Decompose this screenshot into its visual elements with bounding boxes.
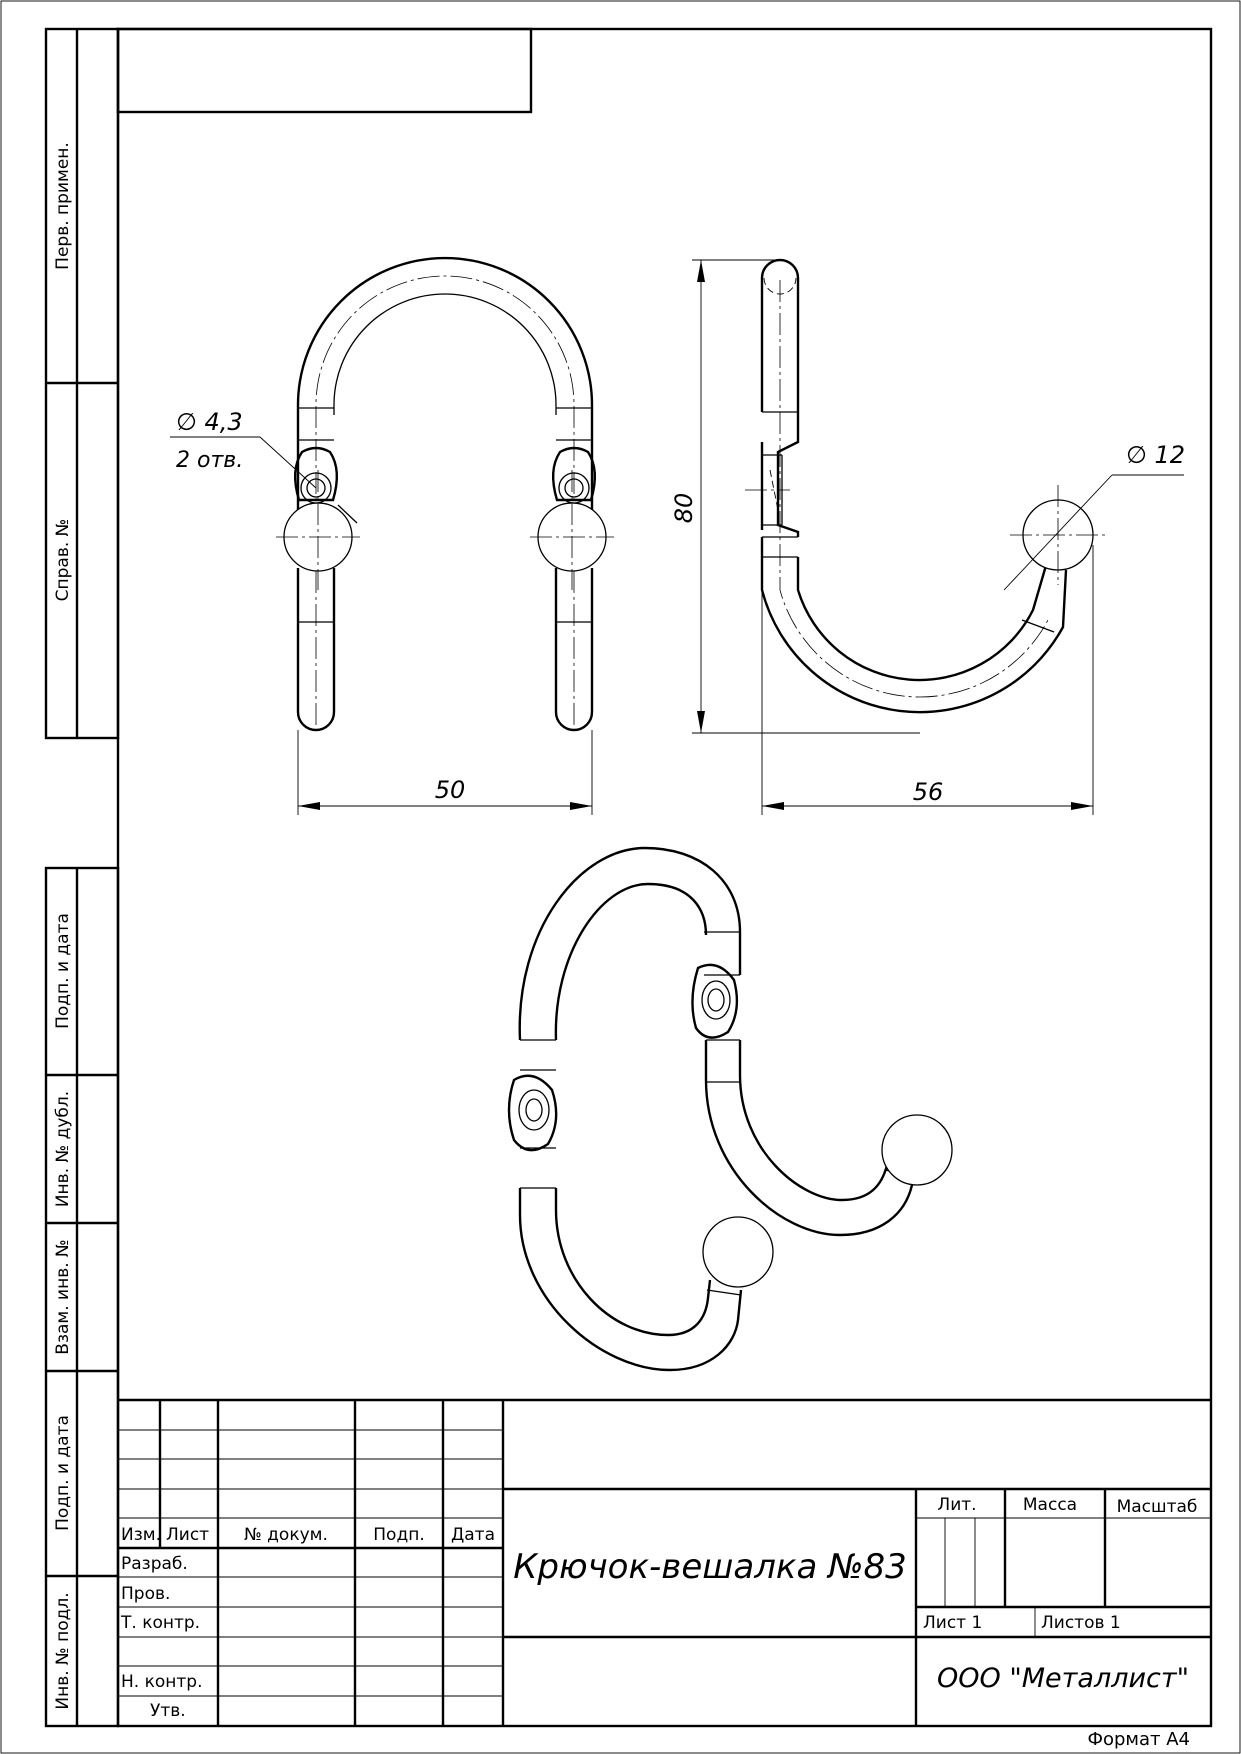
- label-masshtab: Масштаб: [1117, 1497, 1198, 1517]
- left-sidebar: Перв. примен. Справ. № Подп. и дата Инв.…: [44, 27, 120, 1728]
- title-block: Изм. Лист № докум. Подп. Дата Разраб. Пр…: [118, 1398, 1211, 1726]
- label-podp-data-bottom: Подп. и дата: [53, 1415, 73, 1531]
- header-list: Лист: [166, 1525, 209, 1545]
- dim-depth-side: 56: [913, 778, 944, 806]
- label-vzam-inv: Взам. инв. №: [53, 1239, 73, 1354]
- role-razrab: Разраб.: [121, 1554, 188, 1574]
- format-label: Формат А4: [1087, 1729, 1190, 1750]
- label-inv-podl: Инв. № подл.: [53, 1592, 73, 1709]
- dim-hole-diameter: ∅ 4,3: [176, 408, 243, 436]
- organization-name: ООО "Металлист": [937, 1663, 1189, 1694]
- dim-ball-diameter: ∅ 12: [1126, 441, 1185, 469]
- label-massa: Масса: [1023, 1495, 1077, 1515]
- label-podp-data-top: Подп. и дата: [53, 913, 73, 1029]
- role-utv: Утв.: [150, 1701, 186, 1721]
- role-n-kontr: Н. контр.: [121, 1672, 202, 1692]
- header-podp: Подп.: [373, 1525, 424, 1545]
- dim-hole-count: 2 отв.: [176, 448, 243, 473]
- isometric-view: [507, 846, 953, 1372]
- header-no-dokum: № докум.: [244, 1525, 328, 1545]
- header-izm: Изм.: [121, 1525, 161, 1545]
- role-prov: Пров.: [121, 1584, 170, 1604]
- label-inv-dubl: Инв. № дубл.: [53, 1091, 73, 1207]
- dim-height-side: 80: [670, 493, 698, 524]
- front-view: ∅ 4,3 2 отв. 50: [170, 256, 614, 815]
- dim-width-front: 50: [435, 776, 466, 804]
- side-view: ∅ 12 80 56: [670, 258, 1185, 815]
- header-data: Дата: [451, 1525, 495, 1545]
- label-lit: Лит.: [937, 1495, 976, 1515]
- role-t-kontr: Т. контр.: [120, 1613, 200, 1633]
- label-sheet: Лист 1: [923, 1613, 982, 1633]
- drawing-title: Крючок-вешалка №83: [513, 1547, 906, 1587]
- label-perv-primen: Перв. примен.: [53, 142, 73, 270]
- label-sprav-no: Справ. №: [53, 519, 73, 602]
- label-sheets: Листов 1: [1041, 1613, 1121, 1633]
